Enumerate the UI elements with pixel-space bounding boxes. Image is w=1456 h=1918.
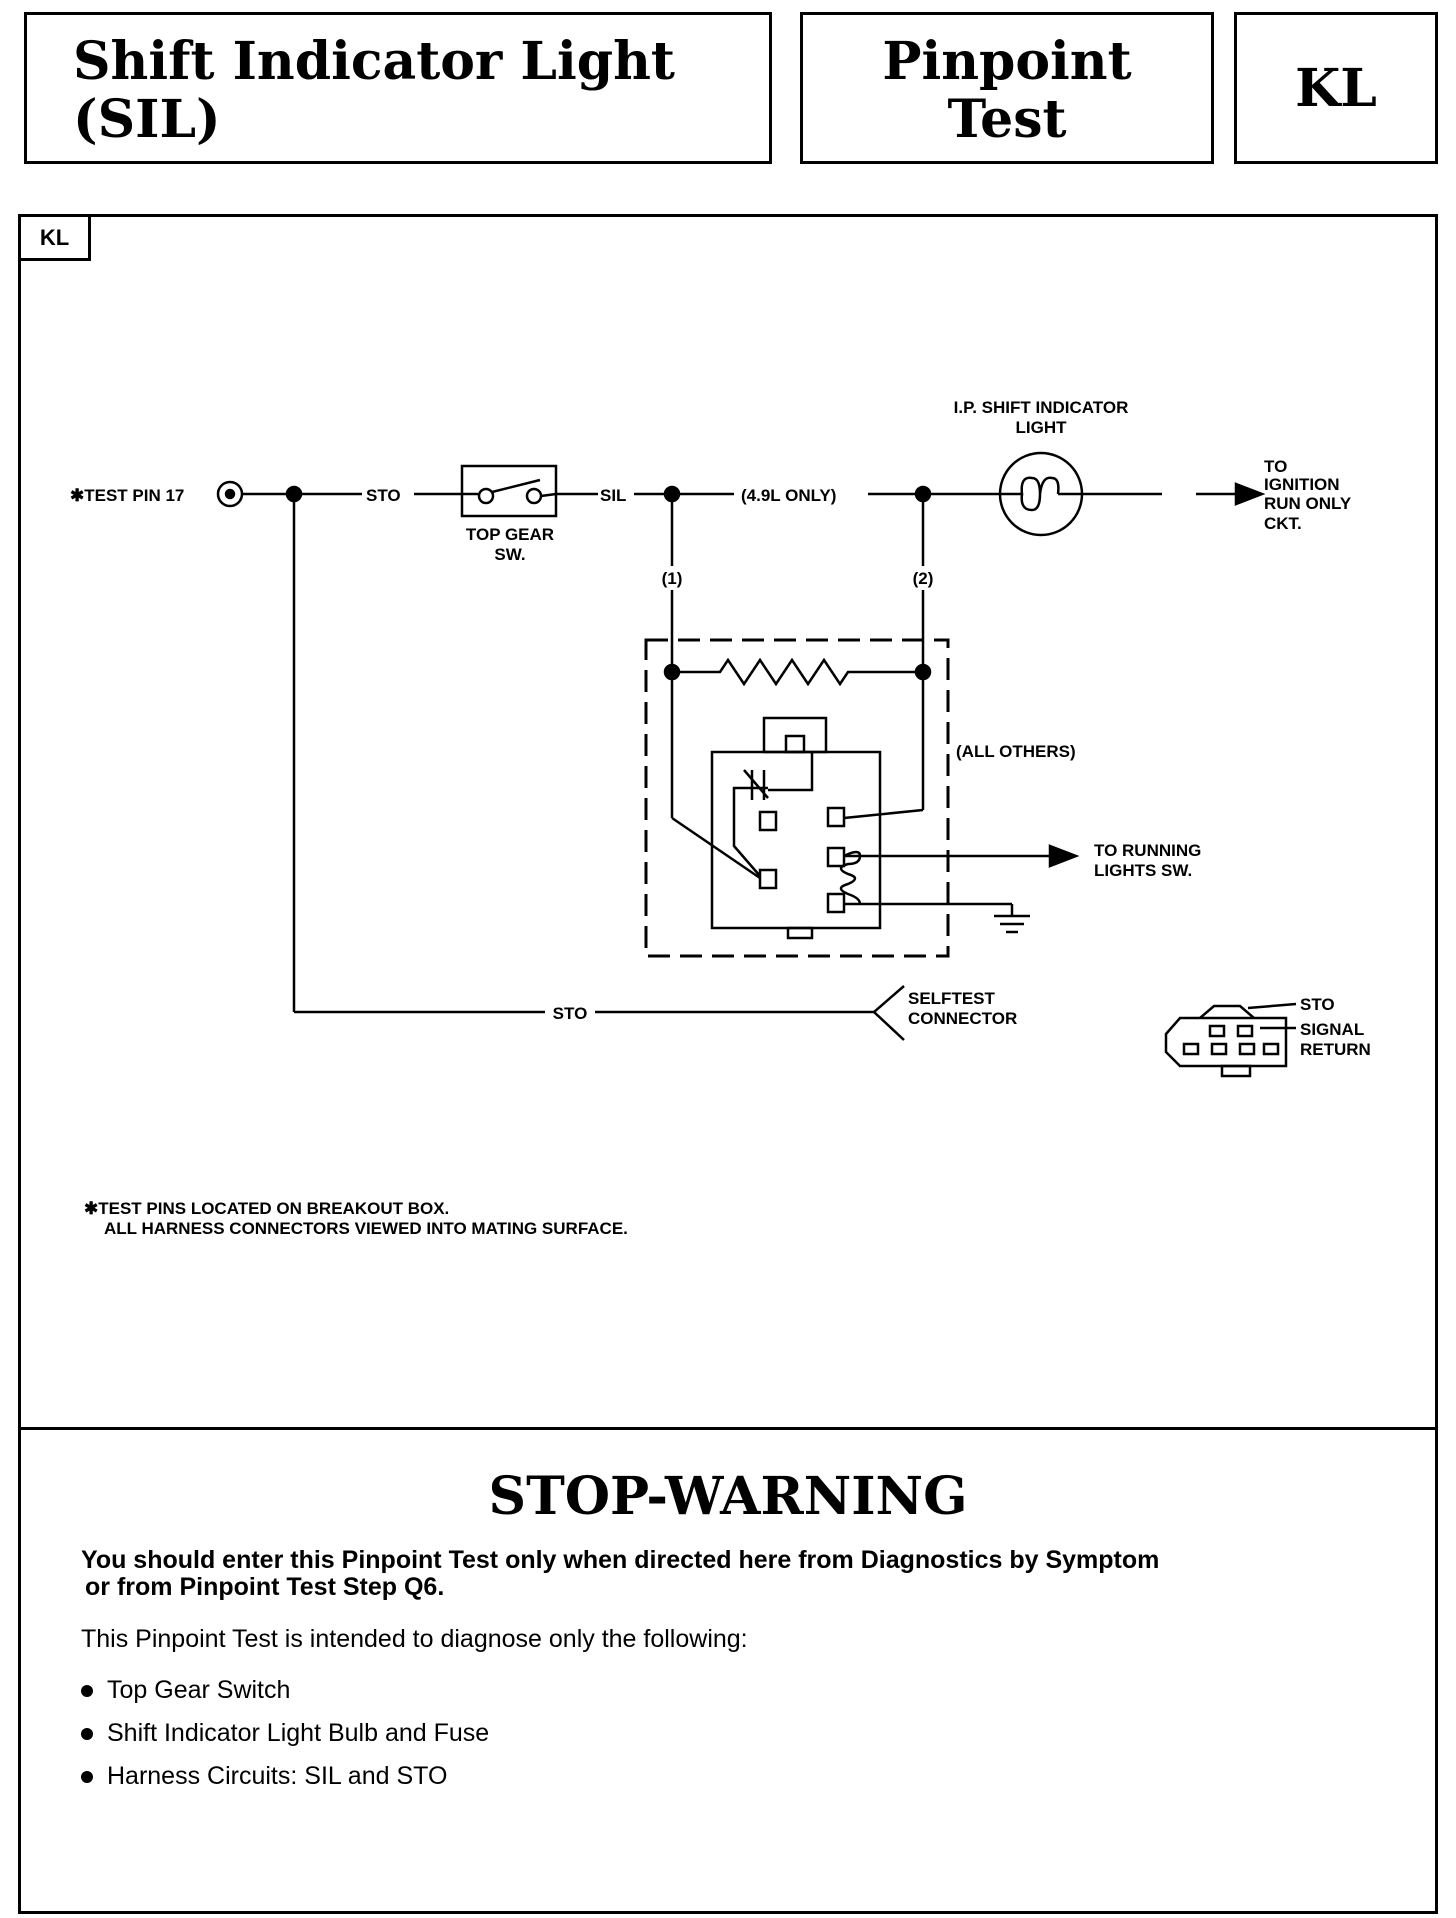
note-line-1: ✱TEST PINS LOCATED ON BREAKOUT BOX. xyxy=(84,1199,449,1218)
relay xyxy=(671,716,924,940)
shift-light-label-1: I.P. SHIFT INDICATOR xyxy=(954,398,1129,417)
warning-list: Top Gear Switch Shift Indicator Light Bu… xyxy=(81,1669,489,1798)
branch-1-label: (1) xyxy=(662,569,683,588)
shift-indicator-lamp xyxy=(998,451,1084,537)
sto-label-bottom: STO xyxy=(553,1004,588,1023)
running-lights-label-2: LIGHTS SW. xyxy=(1094,861,1192,880)
header-title-line1: Shift Indicator Light xyxy=(73,31,675,92)
test-pin-terminal xyxy=(216,480,244,508)
list-item-label: Harness Circuits: SIL and STO xyxy=(107,1762,448,1790)
warning-lead-line2: or from Pinpoint Test Step Q6. xyxy=(85,1573,445,1601)
selftest-label-2: CONNECTOR xyxy=(908,1009,1017,1028)
header-type-line1: Pinpoint xyxy=(882,31,1132,92)
warning-title: STOP-WARNING xyxy=(488,1466,968,1527)
test-pin-label: ✱TEST PIN 17 xyxy=(70,486,184,505)
selftest-label-1: SELFTEST xyxy=(908,989,996,1008)
connector-signal-label: SIGNAL xyxy=(1300,1020,1364,1039)
list-item: Top Gear Switch xyxy=(81,1669,489,1712)
sil-label: SIL xyxy=(600,486,626,505)
top-gear-switch xyxy=(460,464,558,518)
bullet-icon xyxy=(81,1727,93,1740)
ignition-arrow-icon xyxy=(1196,482,1266,506)
ground-icon xyxy=(844,902,1030,934)
sto-label-top: STO xyxy=(366,486,401,505)
header-type-line2: Test xyxy=(947,89,1067,150)
running-lights-label-1: TO RUNNING xyxy=(1094,841,1201,860)
ignition-label-4: CKT. xyxy=(1264,514,1302,533)
panel-tag: KL xyxy=(21,217,91,261)
list-item-label: Shift Indicator Light Bulb and Fuse xyxy=(107,1719,490,1747)
header-title-box: Shift Indicator Light (SIL) xyxy=(24,12,772,164)
note-line-2: ALL HARNESS CONNECTORS VIEWED INTO MATIN… xyxy=(104,1219,628,1238)
bullet-icon xyxy=(81,1770,93,1783)
warning-lead-line1: You should enter this Pinpoint Test only… xyxy=(81,1546,1160,1574)
ignition-label-2: IGNITION xyxy=(1264,475,1340,494)
module-boundary xyxy=(644,638,950,958)
ignition-label-3: RUN ONLY xyxy=(1264,494,1352,513)
warning-lead: You should enter this Pinpoint Test only… xyxy=(81,1547,1381,1601)
header-type-box: Pinpoint Test xyxy=(800,12,1214,164)
list-item-label: Top Gear Switch xyxy=(107,1676,291,1704)
branch-2-label: (2) xyxy=(913,569,934,588)
bullet-icon xyxy=(81,1684,93,1697)
sto-return-line xyxy=(292,494,905,1041)
connector-sto-label: STO xyxy=(1300,995,1335,1014)
header-code: KL xyxy=(1295,57,1377,119)
header-title-line2: (SIL) xyxy=(73,89,221,150)
engine-49-label: (4.9L ONLY) xyxy=(741,486,836,505)
diagram-panel: KL STOP-WARNING You should enter this Pi… xyxy=(18,214,1438,1914)
panel-divider xyxy=(21,1427,1435,1430)
warning-intro: This Pinpoint Test is intended to diagno… xyxy=(81,1625,748,1653)
all-others-label: (ALL OTHERS) xyxy=(956,742,1076,761)
list-item: Harness Circuits: SIL and STO xyxy=(81,1755,489,1798)
selftest-connector-icon xyxy=(1164,1002,1297,1078)
top-gear-label-2: SW. xyxy=(494,545,525,564)
top-gear-label-1: TOP GEAR xyxy=(466,525,554,544)
connector-return-label: RETURN xyxy=(1300,1040,1371,1059)
shift-light-label-2: LIGHT xyxy=(1016,418,1068,437)
header-code-box: KL xyxy=(1234,12,1438,164)
resistor xyxy=(663,657,932,687)
running-lights-arrow-icon xyxy=(860,844,1080,868)
ignition-label-1: TO xyxy=(1264,457,1287,476)
list-item: Shift Indicator Light Bulb and Fuse xyxy=(81,1712,489,1755)
